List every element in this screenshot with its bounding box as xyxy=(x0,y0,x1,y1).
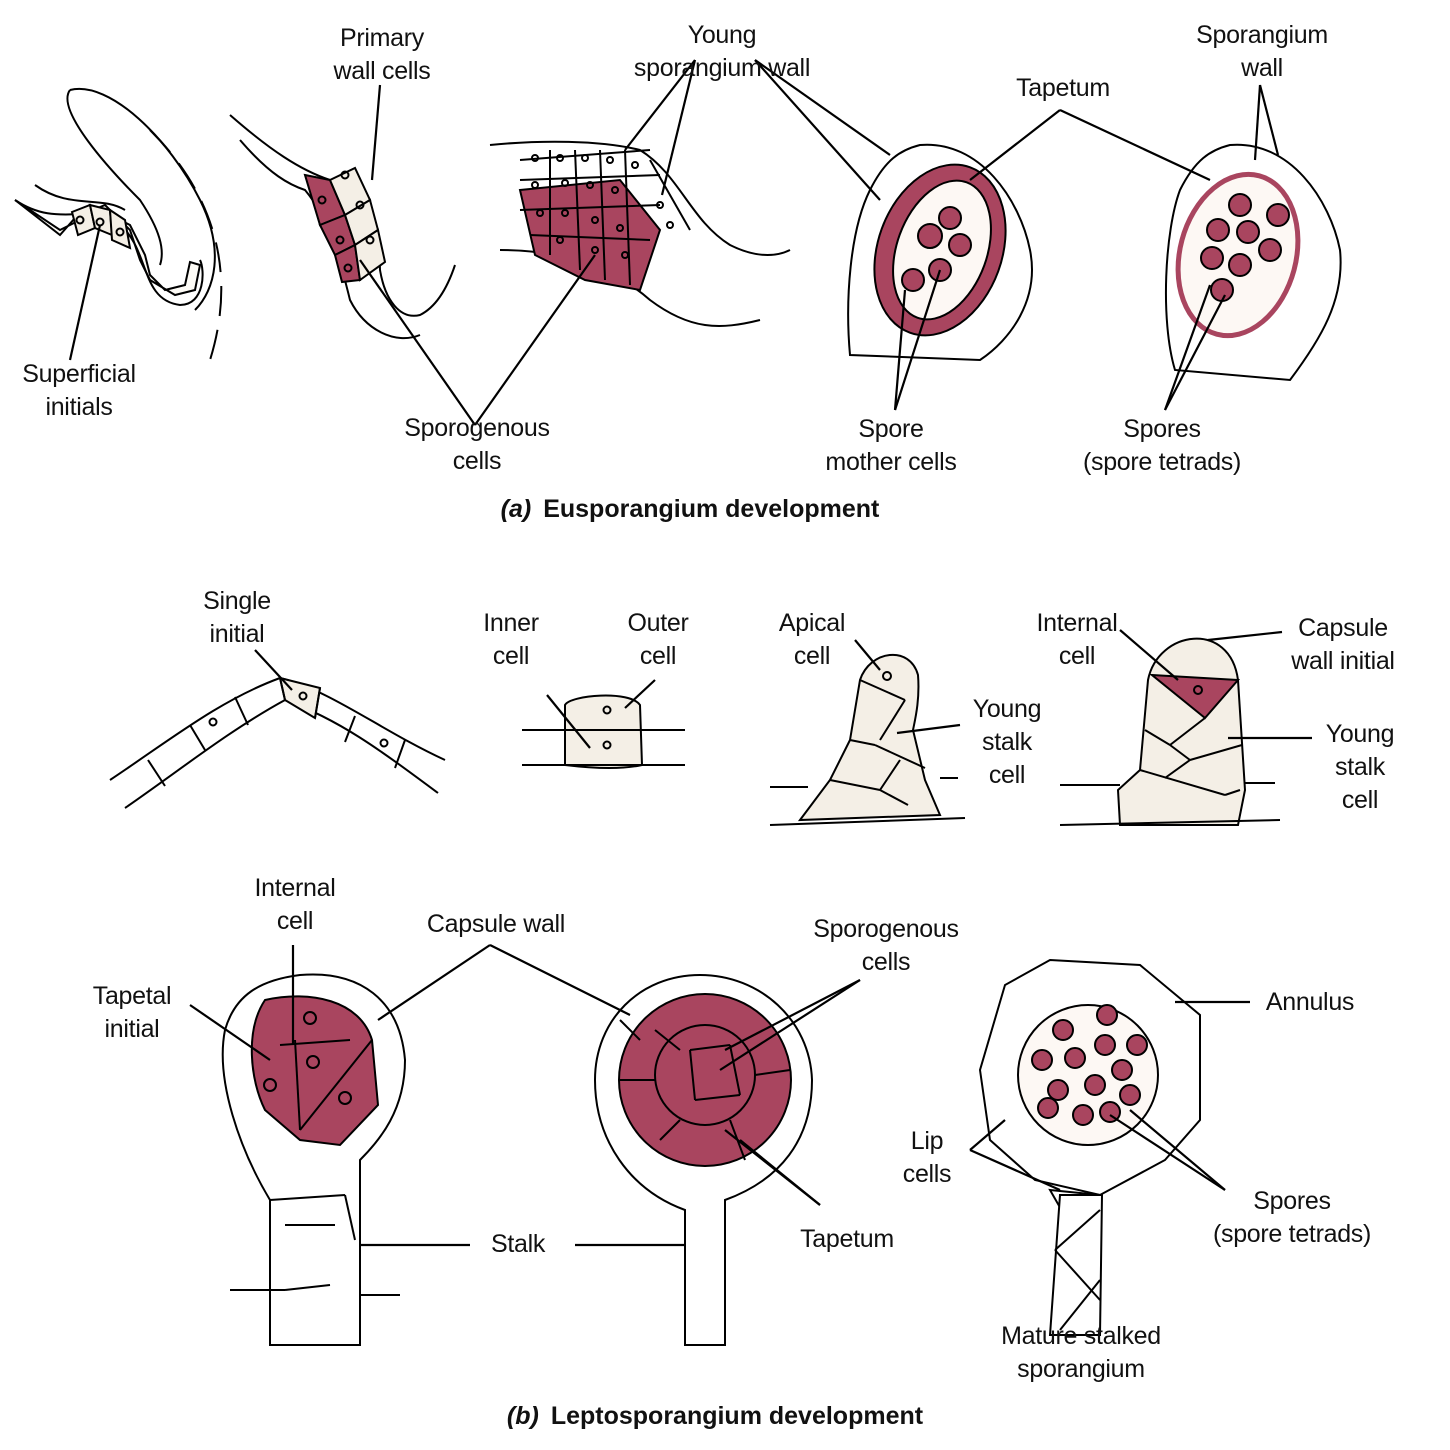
label-tapetum-a: Tapetum xyxy=(1016,74,1110,102)
stage-spore-mother-cells xyxy=(847,143,1033,362)
stage-superficial-initials xyxy=(14,87,223,361)
panel-b-bottom-leaders xyxy=(189,944,1250,1247)
label-spores-a: Spores (spore tetrads) xyxy=(1082,415,1242,476)
stage-capsule-wall-initial xyxy=(1059,637,1281,826)
panel-b-top-leaders xyxy=(254,629,1312,749)
stage-single-initial xyxy=(109,676,446,809)
label-mature-sporangium: Mature stalked sporangium xyxy=(1001,1322,1161,1383)
stage-inner-outer-cell xyxy=(522,694,685,770)
label-sporogenous-cells-b: Sporogenous cells xyxy=(813,915,959,976)
label-capsule-wall: Capsule wall xyxy=(426,910,566,938)
label-tapetum-b: Tapetum xyxy=(800,1225,894,1253)
label-lip-cells: Lip cells xyxy=(902,1127,952,1188)
label-young-stalk-cell-1: Young stalk cell xyxy=(972,695,1042,789)
label-primary-wall-cells: Primary wall cells xyxy=(333,24,431,85)
stage-tapetal-initial xyxy=(221,973,407,1346)
stage-young-sporangium-wall xyxy=(489,140,791,327)
label-spore-mother-cells: Spore mother cells xyxy=(825,415,957,476)
caption-panel-a: (a)Eusporangium development xyxy=(500,495,880,523)
label-young-sporangium-wall: Young sporangium wall xyxy=(633,21,811,82)
label-apical-cell: Apical cell xyxy=(778,609,846,670)
mature-spores xyxy=(1031,1004,1148,1126)
label-capsule-wall-initial: Capsule wall initial xyxy=(1291,614,1395,675)
label-superficial-initials: Superficial initials xyxy=(22,360,136,421)
label-stalk: Stalk xyxy=(490,1230,546,1258)
stage-apical-cell xyxy=(769,653,966,826)
stage-spore-tetrads xyxy=(1164,143,1342,382)
label-young-stalk-cell-2: Young stalk cell xyxy=(1325,720,1395,814)
label-outer-cell: Outer cell xyxy=(627,609,689,670)
panel-a-leaders xyxy=(68,59,1280,426)
stage-primary-wall-cells xyxy=(229,114,456,340)
label-single-initial: Single initial xyxy=(203,587,271,648)
label-inner-cell: Inner cell xyxy=(483,609,539,670)
spore-tetrads-a xyxy=(1200,193,1290,302)
stage-mature-sporangium xyxy=(978,958,1201,1336)
caption-panel-b: (b)Leptosporangium development xyxy=(506,1402,924,1430)
label-internal-cell-2: Internal cell xyxy=(254,874,336,935)
label-spores-b: Spores (spore tetrads) xyxy=(1212,1187,1372,1248)
label-sporangium-wall: Sporangium wall xyxy=(1196,21,1328,82)
label-annulus: Annulus xyxy=(1265,988,1355,1016)
label-internal-cell-1: Internal cell xyxy=(1036,609,1118,670)
label-sporogenous-cells-a: Sporogenous cells xyxy=(404,414,550,475)
label-tapetal-initial: Tapetal initial xyxy=(92,982,172,1043)
